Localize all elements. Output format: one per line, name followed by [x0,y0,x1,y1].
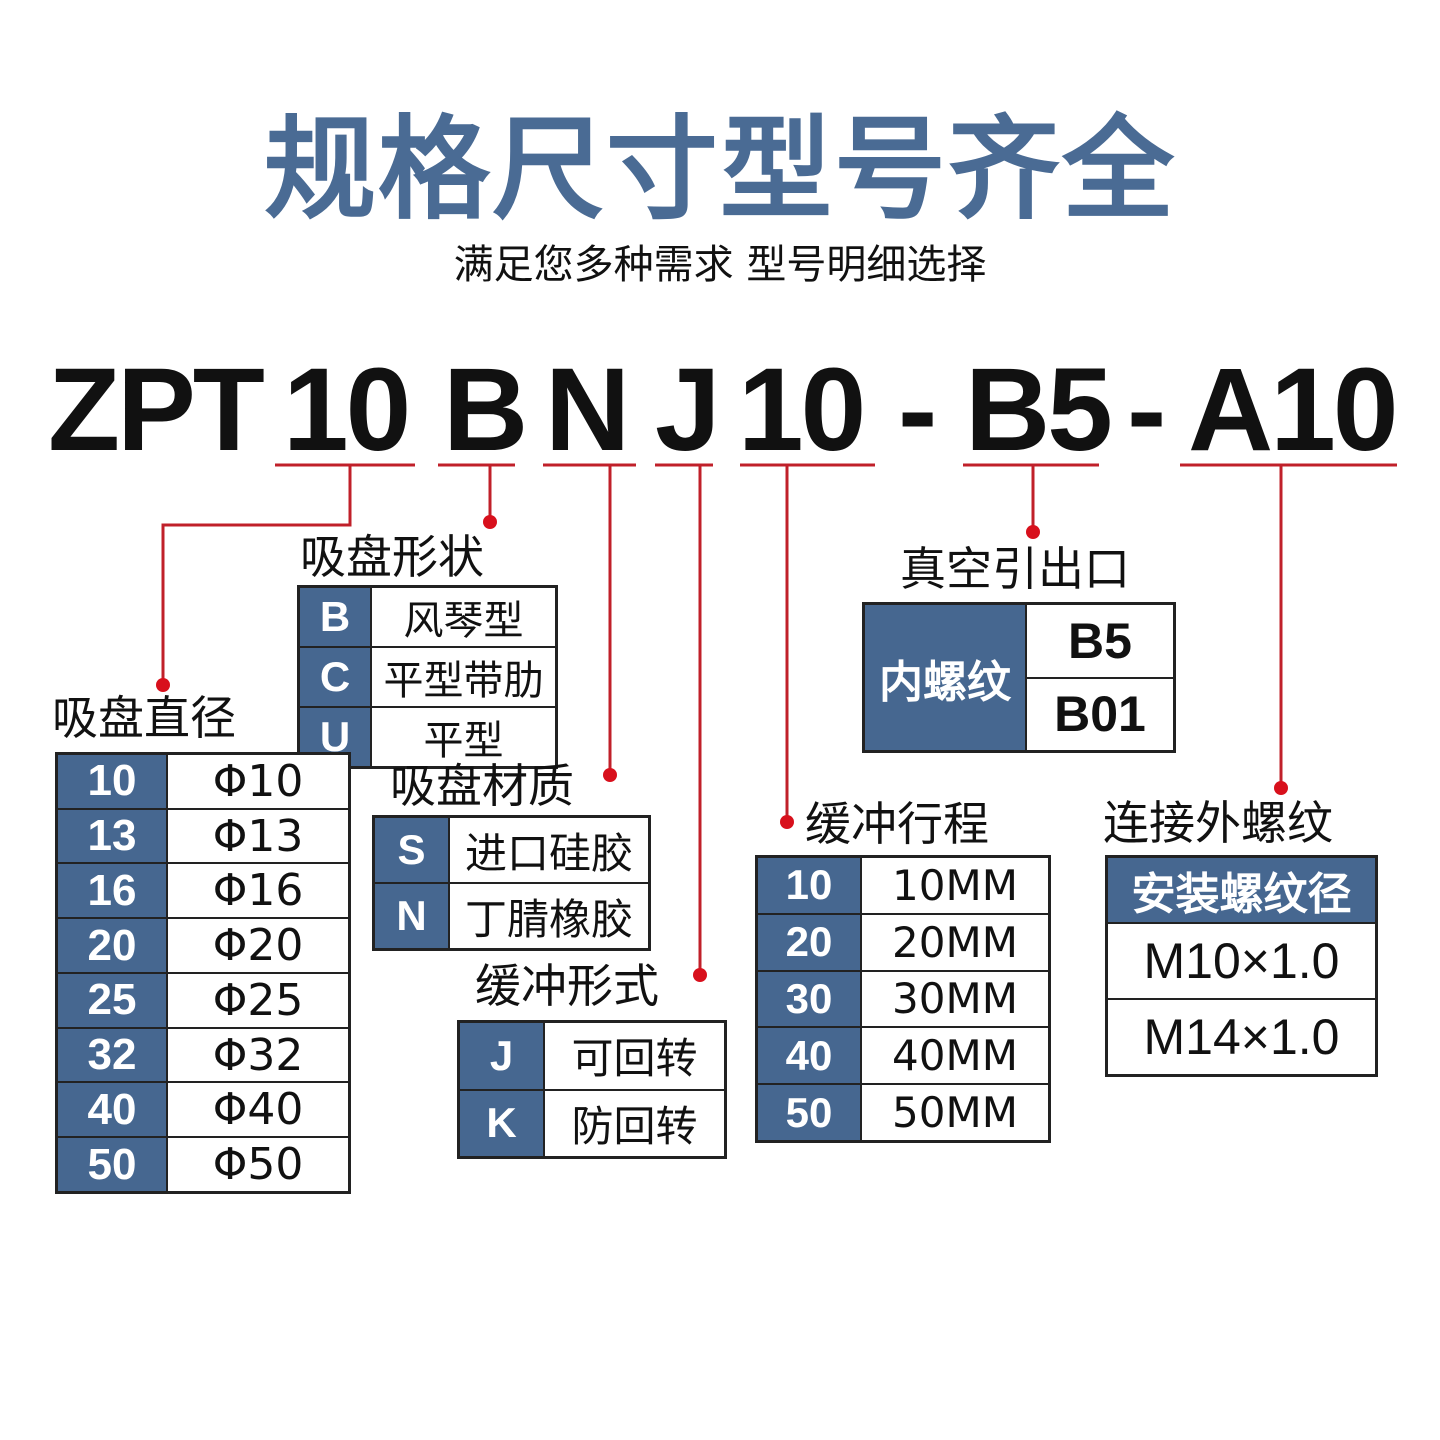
option-code: 25 [55,971,168,1029]
option-code: 16 [55,862,168,920]
option-description: Φ13 [166,807,351,865]
option-description: 可回转 [543,1020,727,1091]
option-description: Φ16 [166,862,351,920]
option-code: 13 [55,807,168,865]
option-code: 50 [55,1136,168,1194]
option-code: B [297,585,372,648]
code-shape: B [443,344,528,476]
option-description: Φ25 [166,971,351,1029]
vacuum-port-option: B5 [1025,602,1176,679]
thread-header: 安装螺纹径 [1105,855,1378,924]
code-material: N [545,344,630,476]
option-description: Φ32 [166,1026,351,1084]
vacuum-port-option: B01 [1025,676,1176,753]
diameter-label: 吸盘直径 [52,691,236,745]
option-code: K [457,1088,545,1159]
code-series: ZPT [48,344,265,476]
page-subtitle: 满足您多种需求 型号明细选择 [453,242,987,288]
code-diameter: 10 [283,344,411,476]
option-description: 平型带肋 [370,646,558,708]
option-description: 平型 [370,706,558,769]
option-description: Φ50 [166,1136,351,1194]
vacuum-port-label: 真空引出口 [900,542,1130,596]
option-description: Φ20 [166,917,351,974]
option-code: 40 [55,1081,168,1139]
code-vacuum-port: B5 [965,344,1113,476]
code-buffer-type: J [655,344,721,476]
option-code: 50 [755,1083,862,1143]
option-code: 20 [755,912,862,972]
option-code: C [297,646,372,708]
material-label: 吸盘材质 [390,759,574,813]
option-description: 防回转 [543,1088,727,1159]
option-code: 32 [55,1026,168,1084]
option-code: 30 [755,969,862,1029]
option-description: 50MM [860,1083,1051,1143]
thread-table: 安装螺纹径 M10×1.0 M14×1.0 [1105,855,1378,1077]
option-code: J [457,1020,545,1091]
option-code: 40 [755,1026,862,1086]
option-description: 20MM [860,912,1051,972]
option-code: 10 [755,855,862,915]
option-code: S [372,815,450,884]
option-description: 进口硅胶 [448,815,651,884]
vacuum-port-table: 内螺纹 B5 B01 [862,602,1176,753]
thread-label: 连接外螺纹 [1103,796,1333,850]
code-thread: A10 [1188,344,1398,476]
code-dash: - [1127,344,1166,476]
buffer-stroke-label: 缓冲行程 [805,797,989,851]
option-code: 10 [55,752,168,810]
option-description: 40MM [860,1026,1051,1086]
option-code: N [372,882,450,951]
option-code: U [297,706,372,769]
option-description: 30MM [860,969,1051,1029]
option-description: Φ10 [166,752,351,810]
option-code: 20 [55,917,168,974]
thread-option: M14×1.0 [1105,997,1378,1077]
option-description: 风琴型 [370,585,558,648]
thread-option: M10×1.0 [1105,922,1378,1000]
buffer-type-label: 缓冲形式 [475,959,659,1013]
option-description: 10MM [860,855,1051,915]
option-description: Φ40 [166,1081,351,1139]
vacuum-port-type: 内螺纹 [862,602,1027,753]
page-title: 规格尺寸型号齐全 [264,105,1176,235]
code-dash: - [898,344,937,476]
option-description: 丁腈橡胶 [448,882,651,951]
shape-label: 吸盘形状 [300,530,484,584]
code-buffer-stroke: 10 [738,344,866,476]
